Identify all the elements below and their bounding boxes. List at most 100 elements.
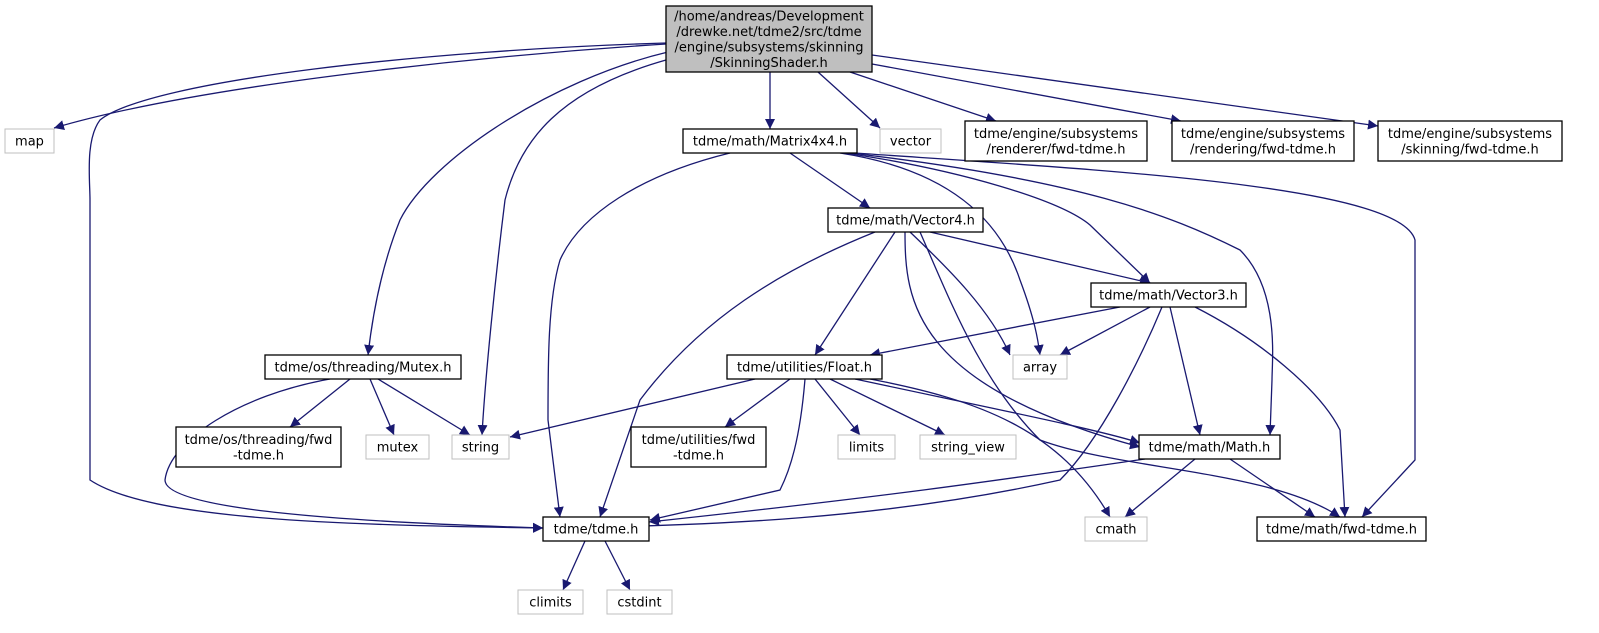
edge-matrix4x4-to-tdme_h [547,152,731,518]
node-cstdint: cstdint [606,589,673,615]
node-label-line: tdme/os/threading/fwd [185,433,333,448]
edge-vector4-to-vector3 [929,231,1151,286]
edges-layer [53,42,1416,591]
edge-root-to-renderer_fwd [849,71,997,123]
node-label-line: /rendering/fwd-tdme.h [1190,142,1336,157]
node-utilities_fwd[interactable]: tdme/utilities/fwd-tdme.h [630,426,767,468]
node-label-line: map [15,135,44,150]
node-label-line: string_view [931,441,1005,456]
node-label-line: tdme/engine/subsystems [1181,127,1345,142]
node-box [365,434,430,460]
nodes-layer: /home/andreas/Development/drewke.net/tdm… [4,5,1563,615]
edge-tdme_h-to-climits [562,540,586,591]
node-label-line: tdme/math/fwd-tdme.h [1266,523,1417,538]
node-tdme_h[interactable]: tdme/tdme.h [542,516,650,542]
node-string_view: string_view [919,434,1017,460]
node-box [1256,516,1427,542]
edge-float_h-to-string [509,378,756,440]
node-math_h[interactable]: tdme/math/Math.h [1138,434,1281,460]
node-label-line: string [462,441,499,456]
edge-matrix4x4-to-vector3 [844,152,1151,284]
node-float_h[interactable]: tdme/utilities/Float.h [726,354,883,380]
edge-root-to-string [477,59,667,436]
edge-vector4-to-array [909,231,1011,356]
node-root[interactable]: /home/andreas/Development/drewke.net/tdm… [665,5,873,73]
edge-float_h-to-string_view [829,378,946,436]
node-box [1171,120,1355,162]
node-label-line: tdme/os/threading/Mutex.h [275,361,452,376]
edge-mutex_h-to-mutex [369,378,395,436]
node-label-line: cmath [1095,523,1136,538]
node-matrix4x4[interactable]: tdme/math/Matrix4x4.h [682,128,858,154]
node-limits: limits [837,434,896,460]
node-box [1012,354,1068,380]
edge-vector4-to-tdme_h [598,231,876,518]
node-box [837,434,896,460]
node-box [1138,434,1281,460]
node-label-line: /skinning/fwd-tdme.h [1401,142,1539,157]
edge-vector3-to-math_fwd [1194,306,1350,518]
node-label-line: tdme/math/Matrix4x4.h [693,135,847,150]
node-label-line: /drewke.net/tdme2/src/tdme [676,25,861,40]
node-rendering_fwd[interactable]: tdme/engine/subsystems/rendering/fwd-tdm… [1171,120,1355,162]
node-box [682,128,858,154]
node-label-line: array [1023,361,1057,376]
edge-matrix4x4-to-vector4 [789,152,871,209]
node-box [4,128,55,154]
node-vector3[interactable]: tdme/math/Vector3.h [1090,282,1247,308]
edge-matrix4x4-to-math_h [849,152,1276,436]
edge-float_h-to-limits [814,378,861,436]
node-string: string [451,434,510,460]
node-label-line: /renderer/fwd-tdme.h [986,142,1125,157]
node-label-line: tdme/math/Vector3.h [1099,289,1238,304]
node-box [879,128,942,154]
node-label-line: cstdint [617,596,661,611]
edge-vector4-to-float_h [814,231,896,356]
node-label-line: tdme/engine/subsystems [974,127,1138,142]
edge-root-to-tdme_h [88,42,667,533]
node-box [827,207,984,233]
node-mutex_h[interactable]: tdme/os/threading/Mutex.h [264,354,462,380]
edge-tdme_h-to-cstdint [604,540,631,591]
node-box [1090,282,1247,308]
edge-float_h-to-math_h [854,378,1141,445]
node-climits: climits [517,589,584,615]
edge-vector3-to-math_h [1169,306,1203,436]
node-box [1084,516,1148,542]
node-renderer_fwd[interactable]: tdme/engine/subsystems/renderer/fwd-tdme… [964,120,1148,162]
node-label-line: vector [890,135,932,150]
node-label-line: mutex [377,441,419,456]
node-mutex: mutex [365,434,430,460]
node-threading_fwd[interactable]: tdme/os/threading/fwd-tdme.h [175,426,342,468]
edge-math_h-to-math_fwd [1229,458,1316,518]
node-box [630,426,767,468]
node-label-line: tdme/tdme.h [554,523,639,538]
edge-mutex_h-to-string [377,378,471,436]
node-math_fwd[interactable]: tdme/math/fwd-tdme.h [1256,516,1427,542]
node-box [726,354,883,380]
node-vector: vector [879,128,942,154]
edge-root-to-rendering_fwd [871,63,1182,125]
node-box [1377,120,1563,162]
edge-root-to-skinning_fwd [871,54,1379,130]
node-label-line: /home/andreas/Development [674,9,864,24]
node-label-line: limits [849,441,885,456]
edge-vector3-to-float_h [869,306,1121,359]
node-box [517,589,584,615]
edge-math_h-to-tdme_h [648,458,1146,526]
node-skinning_fwd[interactable]: tdme/engine/subsystems/skinning/fwd-tdme… [1377,120,1563,162]
node-box [964,120,1148,162]
node-map: map [4,128,55,154]
edge-matrix4x4-to-array [839,152,1044,356]
node-box [264,354,462,380]
edge-vector3-to-tdme_h [599,306,1163,532]
node-label-line: tdme/utilities/Float.h [737,361,872,376]
node-label-line: tdme/math/Math.h [1149,441,1271,456]
edge-root-to-vector [817,71,881,129]
node-label-line: climits [529,596,572,611]
edge-mutex_h-to-threading_fwd [289,378,351,428]
node-vector4[interactable]: tdme/math/Vector4.h [827,207,984,233]
edge-root-to-map [53,43,667,130]
node-label-line: -tdme.h [673,448,724,463]
